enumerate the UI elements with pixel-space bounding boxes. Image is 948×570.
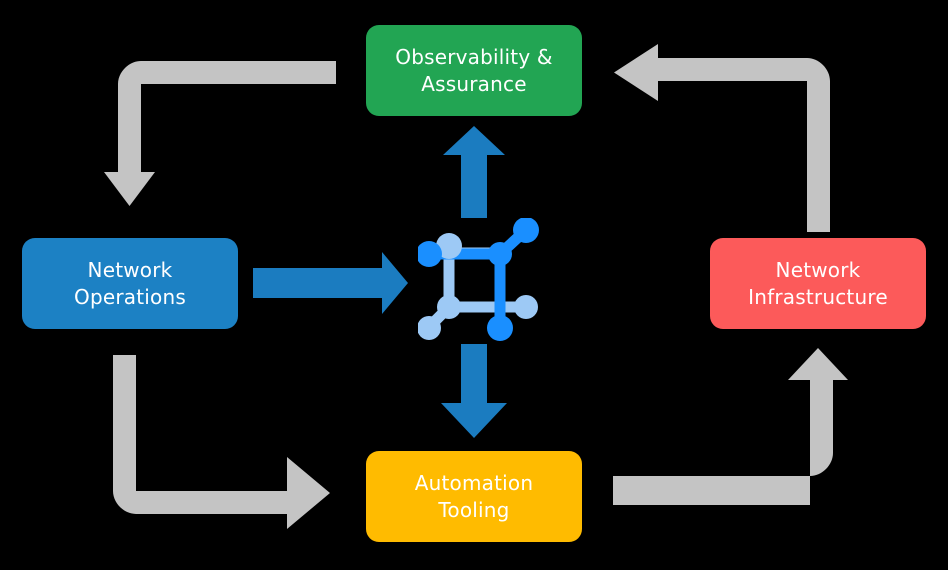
node-automation-tooling[interactable]: Automation Tooling bbox=[366, 451, 582, 542]
node-label-automation-tooling: Automation Tooling bbox=[414, 471, 534, 522]
network-icon-nodes-primary bbox=[418, 218, 539, 341]
node-network-operations[interactable]: Network Operations bbox=[22, 238, 238, 329]
network-icon-nodes-secondary bbox=[418, 233, 538, 340]
arrow-infrastructure-to-observability bbox=[614, 44, 830, 232]
node-observability-assurance[interactable]: Observability & Assurance bbox=[366, 25, 582, 116]
node-label-network-operations: Network Operations bbox=[74, 258, 186, 309]
arrow-observability-to-operations bbox=[104, 61, 336, 206]
arrow-center-to-observability bbox=[443, 126, 505, 218]
arrow-operations-to-center bbox=[253, 252, 408, 314]
network-topology-icon bbox=[418, 218, 539, 341]
arrow-automation-to-infrastructure bbox=[613, 348, 848, 505]
node-label-observability-assurance: Observability & Assurance bbox=[395, 45, 553, 96]
node-network-infrastructure[interactable]: Network Infrastructure bbox=[710, 238, 926, 329]
arrow-operations-to-automation bbox=[113, 355, 330, 529]
arrow-center-to-automation bbox=[441, 344, 507, 438]
node-label-network-infrastructure: Network Infrastructure bbox=[748, 258, 888, 309]
